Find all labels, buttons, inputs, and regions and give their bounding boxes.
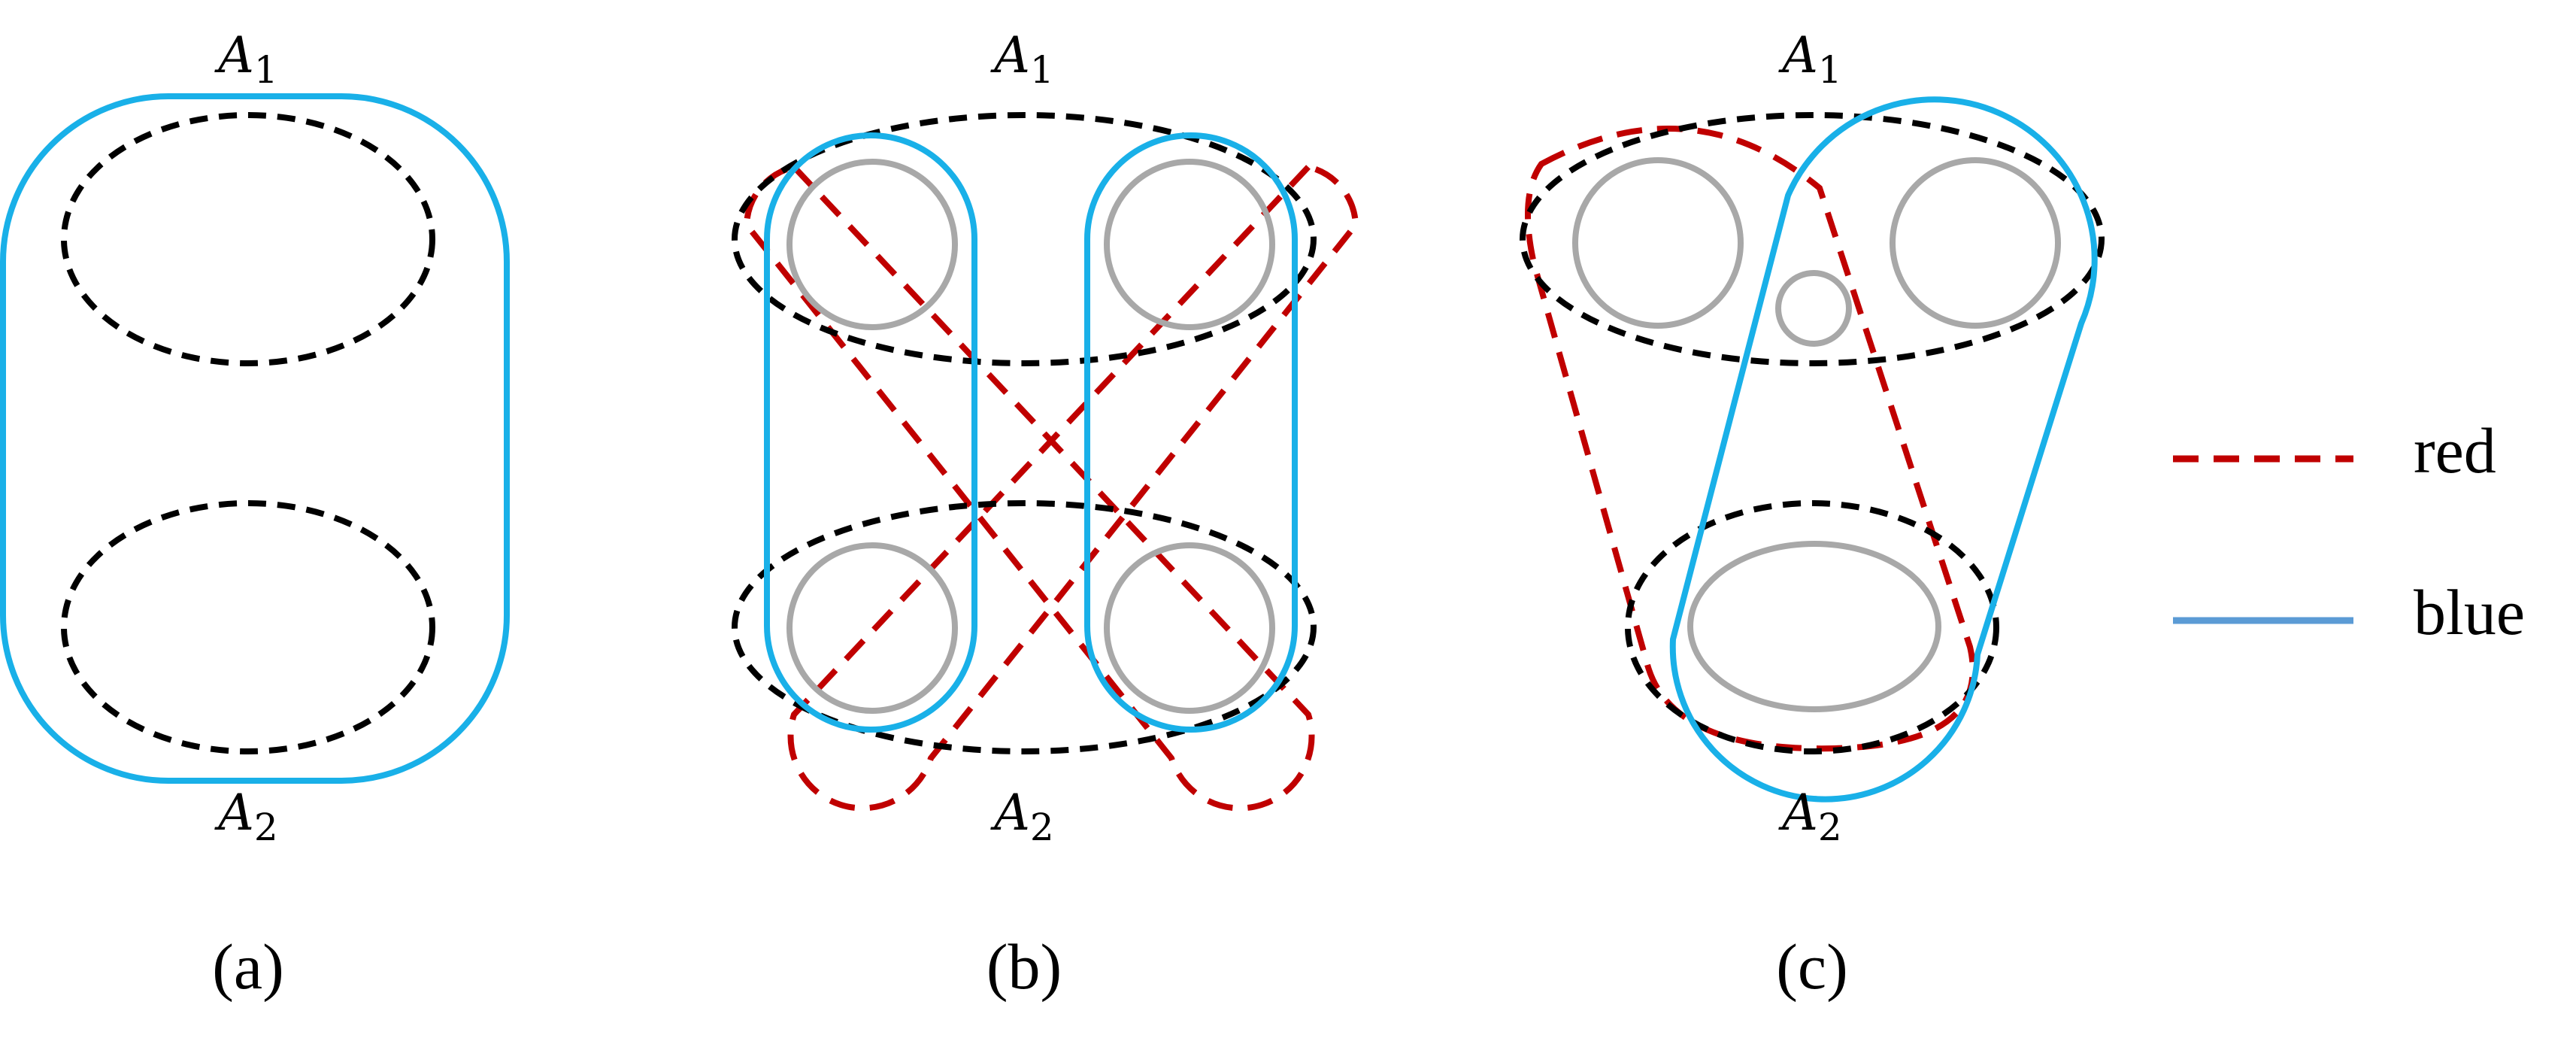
panel-a-node-a1 [61, 112, 435, 366]
panel-b-node-a1 [732, 112, 1317, 366]
panel-b: A1 A2 (b) [732, 26, 1359, 1003]
panel-a-node-a2 [61, 500, 435, 754]
panel-b-bottom-label-base: A [989, 784, 1030, 842]
panel-b-blue-hyperedge-left [764, 132, 977, 733]
panel-b-blue-hyperedge-right [1084, 132, 1298, 733]
panel-c-bottom-label-sub: 2 [1818, 806, 1842, 849]
panel-b-top-label-base: A [989, 26, 1030, 84]
panel-c-top-label-base: A [1777, 26, 1818, 84]
panel-c-red-hyperedge [1525, 125, 1976, 752]
legend: red blue [2173, 414, 2525, 648]
panel-c-bottom-label: A2 [1777, 784, 1841, 849]
panel-b-subnode-top-left [786, 159, 958, 330]
panel-b-subnode-top-right [1104, 159, 1275, 330]
panel-c-subnode-top-left [1572, 157, 1744, 329]
panel-c-subnode-bottom [1687, 541, 1941, 712]
panel-b-caption: (b) [986, 930, 1062, 1003]
panel-b-bottom-label-sub: 2 [1030, 806, 1054, 849]
panel-c-subnode-small [1775, 270, 1852, 347]
panel-c-bottom-label-base: A [1777, 784, 1818, 842]
panel-a-top-label-sub: 1 [254, 48, 278, 92]
legend-label-blue: blue [2414, 576, 2525, 648]
panel-b-subnode-bottom-left [786, 542, 958, 714]
panel-a-caption: (a) [212, 930, 283, 1003]
panel-a-bottom-label-base: A [214, 784, 254, 842]
panel-a-blue-hyperedge [0, 93, 510, 784]
panel-b-top-label: A1 [989, 26, 1053, 92]
panel-c-blue-hyperedge [1669, 96, 2098, 803]
panel-c-caption: (c) [1776, 930, 1847, 1003]
panel-b-top-label-sub: 1 [1030, 48, 1054, 92]
panel-c-node-a1 [1520, 112, 2105, 366]
panel-c-subnode-top-right [1890, 157, 2061, 329]
panel-c-node-a2 [1625, 500, 1999, 754]
panel-c-top-label: A1 [1777, 26, 1841, 92]
panel-a-top-label-base: A [214, 26, 254, 84]
legend-label-red: red [2414, 414, 2496, 487]
panel-b-red-hyperedge-diagonal-2 [787, 163, 1359, 812]
panel-b-node-a2 [732, 500, 1317, 754]
panel-a-top-label: A1 [214, 26, 277, 92]
panel-a-bottom-label-sub: 2 [254, 806, 278, 849]
panel-a-bottom-label: A2 [214, 784, 277, 849]
panel-c: A1 A2 (c) [1520, 26, 2105, 1003]
panel-b-red-hyperedge-diagonal-1 [743, 163, 1315, 812]
panel-b-bottom-label: A2 [989, 784, 1053, 849]
panel-c-top-label-sub: 1 [1818, 48, 1842, 92]
panel-a: A1 A2 (a) [0, 26, 510, 1003]
panel-b-subnode-bottom-right [1104, 542, 1275, 714]
